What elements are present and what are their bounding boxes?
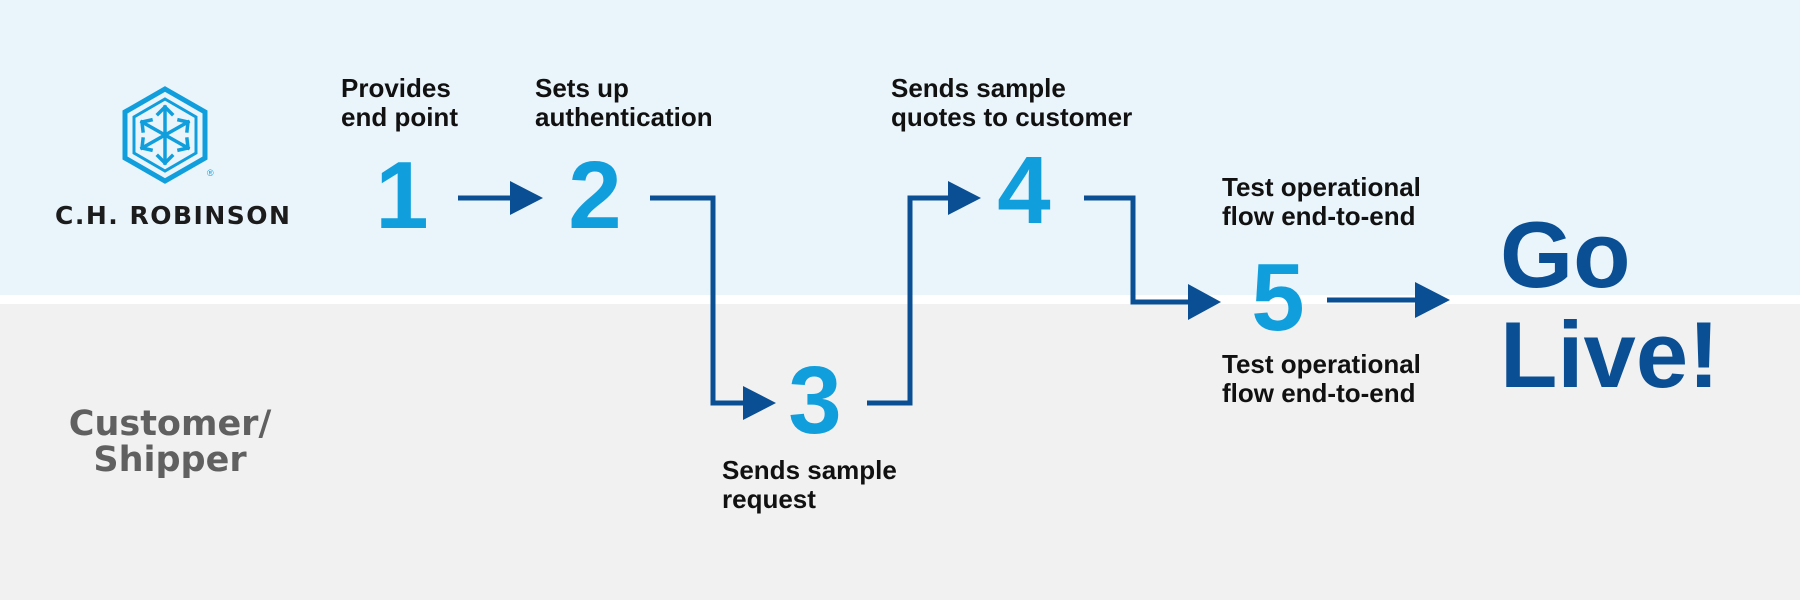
ch-robinson-logo: ® C.H. ROBINSON bbox=[55, 85, 292, 240]
step-5-number: 5 bbox=[1251, 244, 1305, 351]
arrow-4-to-5 bbox=[1084, 195, 1190, 305]
lane-divider bbox=[0, 295, 1800, 304]
go-live-text: Go Live! bbox=[1500, 202, 1720, 407]
logo-wordmark: C.H. ROBINSON bbox=[55, 201, 292, 230]
step-2-caption: Sets up authentication bbox=[535, 73, 713, 132]
svg-text:®: ® bbox=[207, 168, 214, 178]
ch-robinson-lane bbox=[0, 0, 1800, 295]
step-1-number: 1 bbox=[375, 142, 429, 249]
customer-shipper-label: Customer/ Shipper bbox=[68, 404, 272, 480]
hexagon-cube-arrows-icon: ® bbox=[122, 86, 214, 184]
step-4-number: 4 bbox=[997, 137, 1051, 244]
step-5-caption-bottom: Test operational flow end-to-end bbox=[1222, 349, 1421, 408]
step-2-number: 2 bbox=[568, 142, 622, 249]
step-1-caption: Provides end point bbox=[341, 73, 458, 132]
step-5-caption-top: Test operational flow end-to-end bbox=[1222, 172, 1421, 231]
arrow-3-to-4 bbox=[867, 195, 950, 406]
step-3-caption: Sends sample request bbox=[722, 455, 897, 514]
step-3-number: 3 bbox=[788, 347, 842, 454]
customer-shipper-lane bbox=[0, 304, 1800, 600]
step-4-caption: Sends sample quotes to customer bbox=[891, 73, 1133, 132]
arrow-2-to-3 bbox=[650, 195, 745, 406]
